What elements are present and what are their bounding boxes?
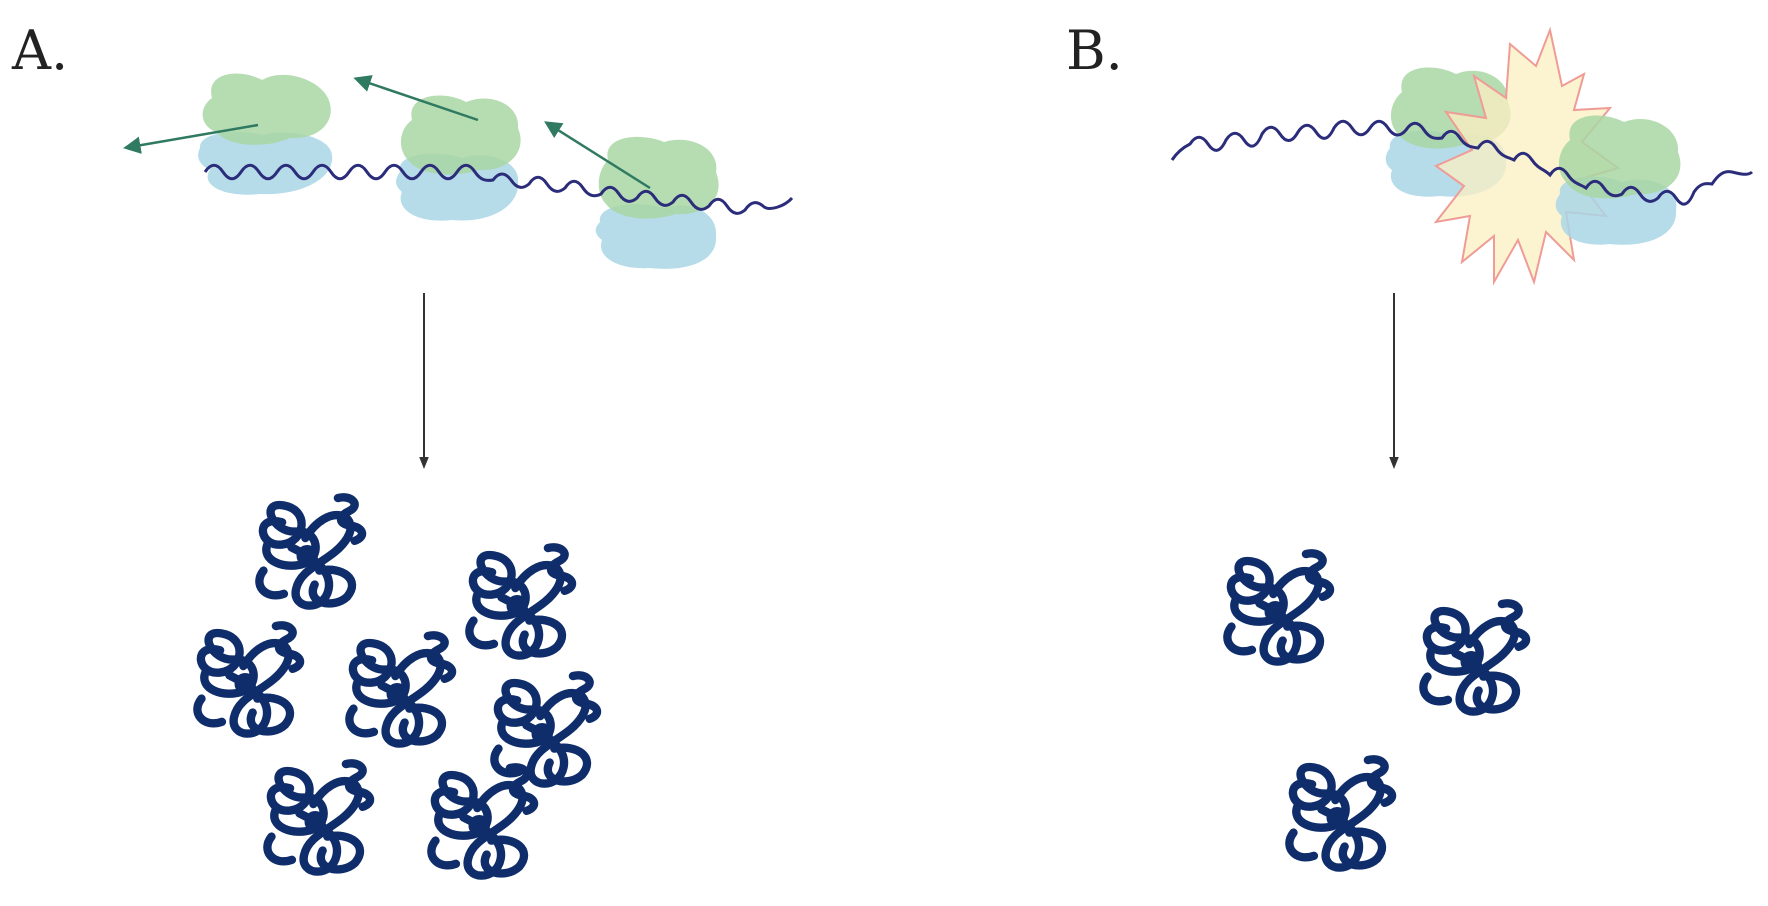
folded-protein-icon <box>349 635 452 743</box>
folded-protein-icon <box>267 763 370 871</box>
panel-b <box>1170 26 1754 868</box>
folded-protein-icon <box>469 547 572 655</box>
large-subunit <box>400 95 521 175</box>
folded-protein-icon <box>431 767 534 875</box>
ribosome-icon <box>1555 115 1681 245</box>
folded-protein-icon <box>1227 553 1330 661</box>
mrna-strand <box>203 163 794 215</box>
large-subunit <box>598 136 719 219</box>
small-subunit <box>595 204 717 269</box>
panel-label-a: A. <box>12 19 69 82</box>
motion-arrow <box>544 121 651 190</box>
large-subunit <box>202 73 331 145</box>
panel-label-b: B. <box>1066 19 1123 82</box>
mrna-strand <box>1170 119 1754 206</box>
folded-protein-icon <box>1423 603 1526 711</box>
panel-a <box>123 73 794 876</box>
large-subunit <box>1558 115 1681 199</box>
folded-protein-icon <box>259 497 362 605</box>
folded-protein-icon <box>1289 759 1392 867</box>
folded-protein-icon <box>197 625 300 733</box>
motion-arrow <box>353 75 479 122</box>
motion-arrow <box>123 123 259 154</box>
ribosome-icon <box>396 95 521 221</box>
